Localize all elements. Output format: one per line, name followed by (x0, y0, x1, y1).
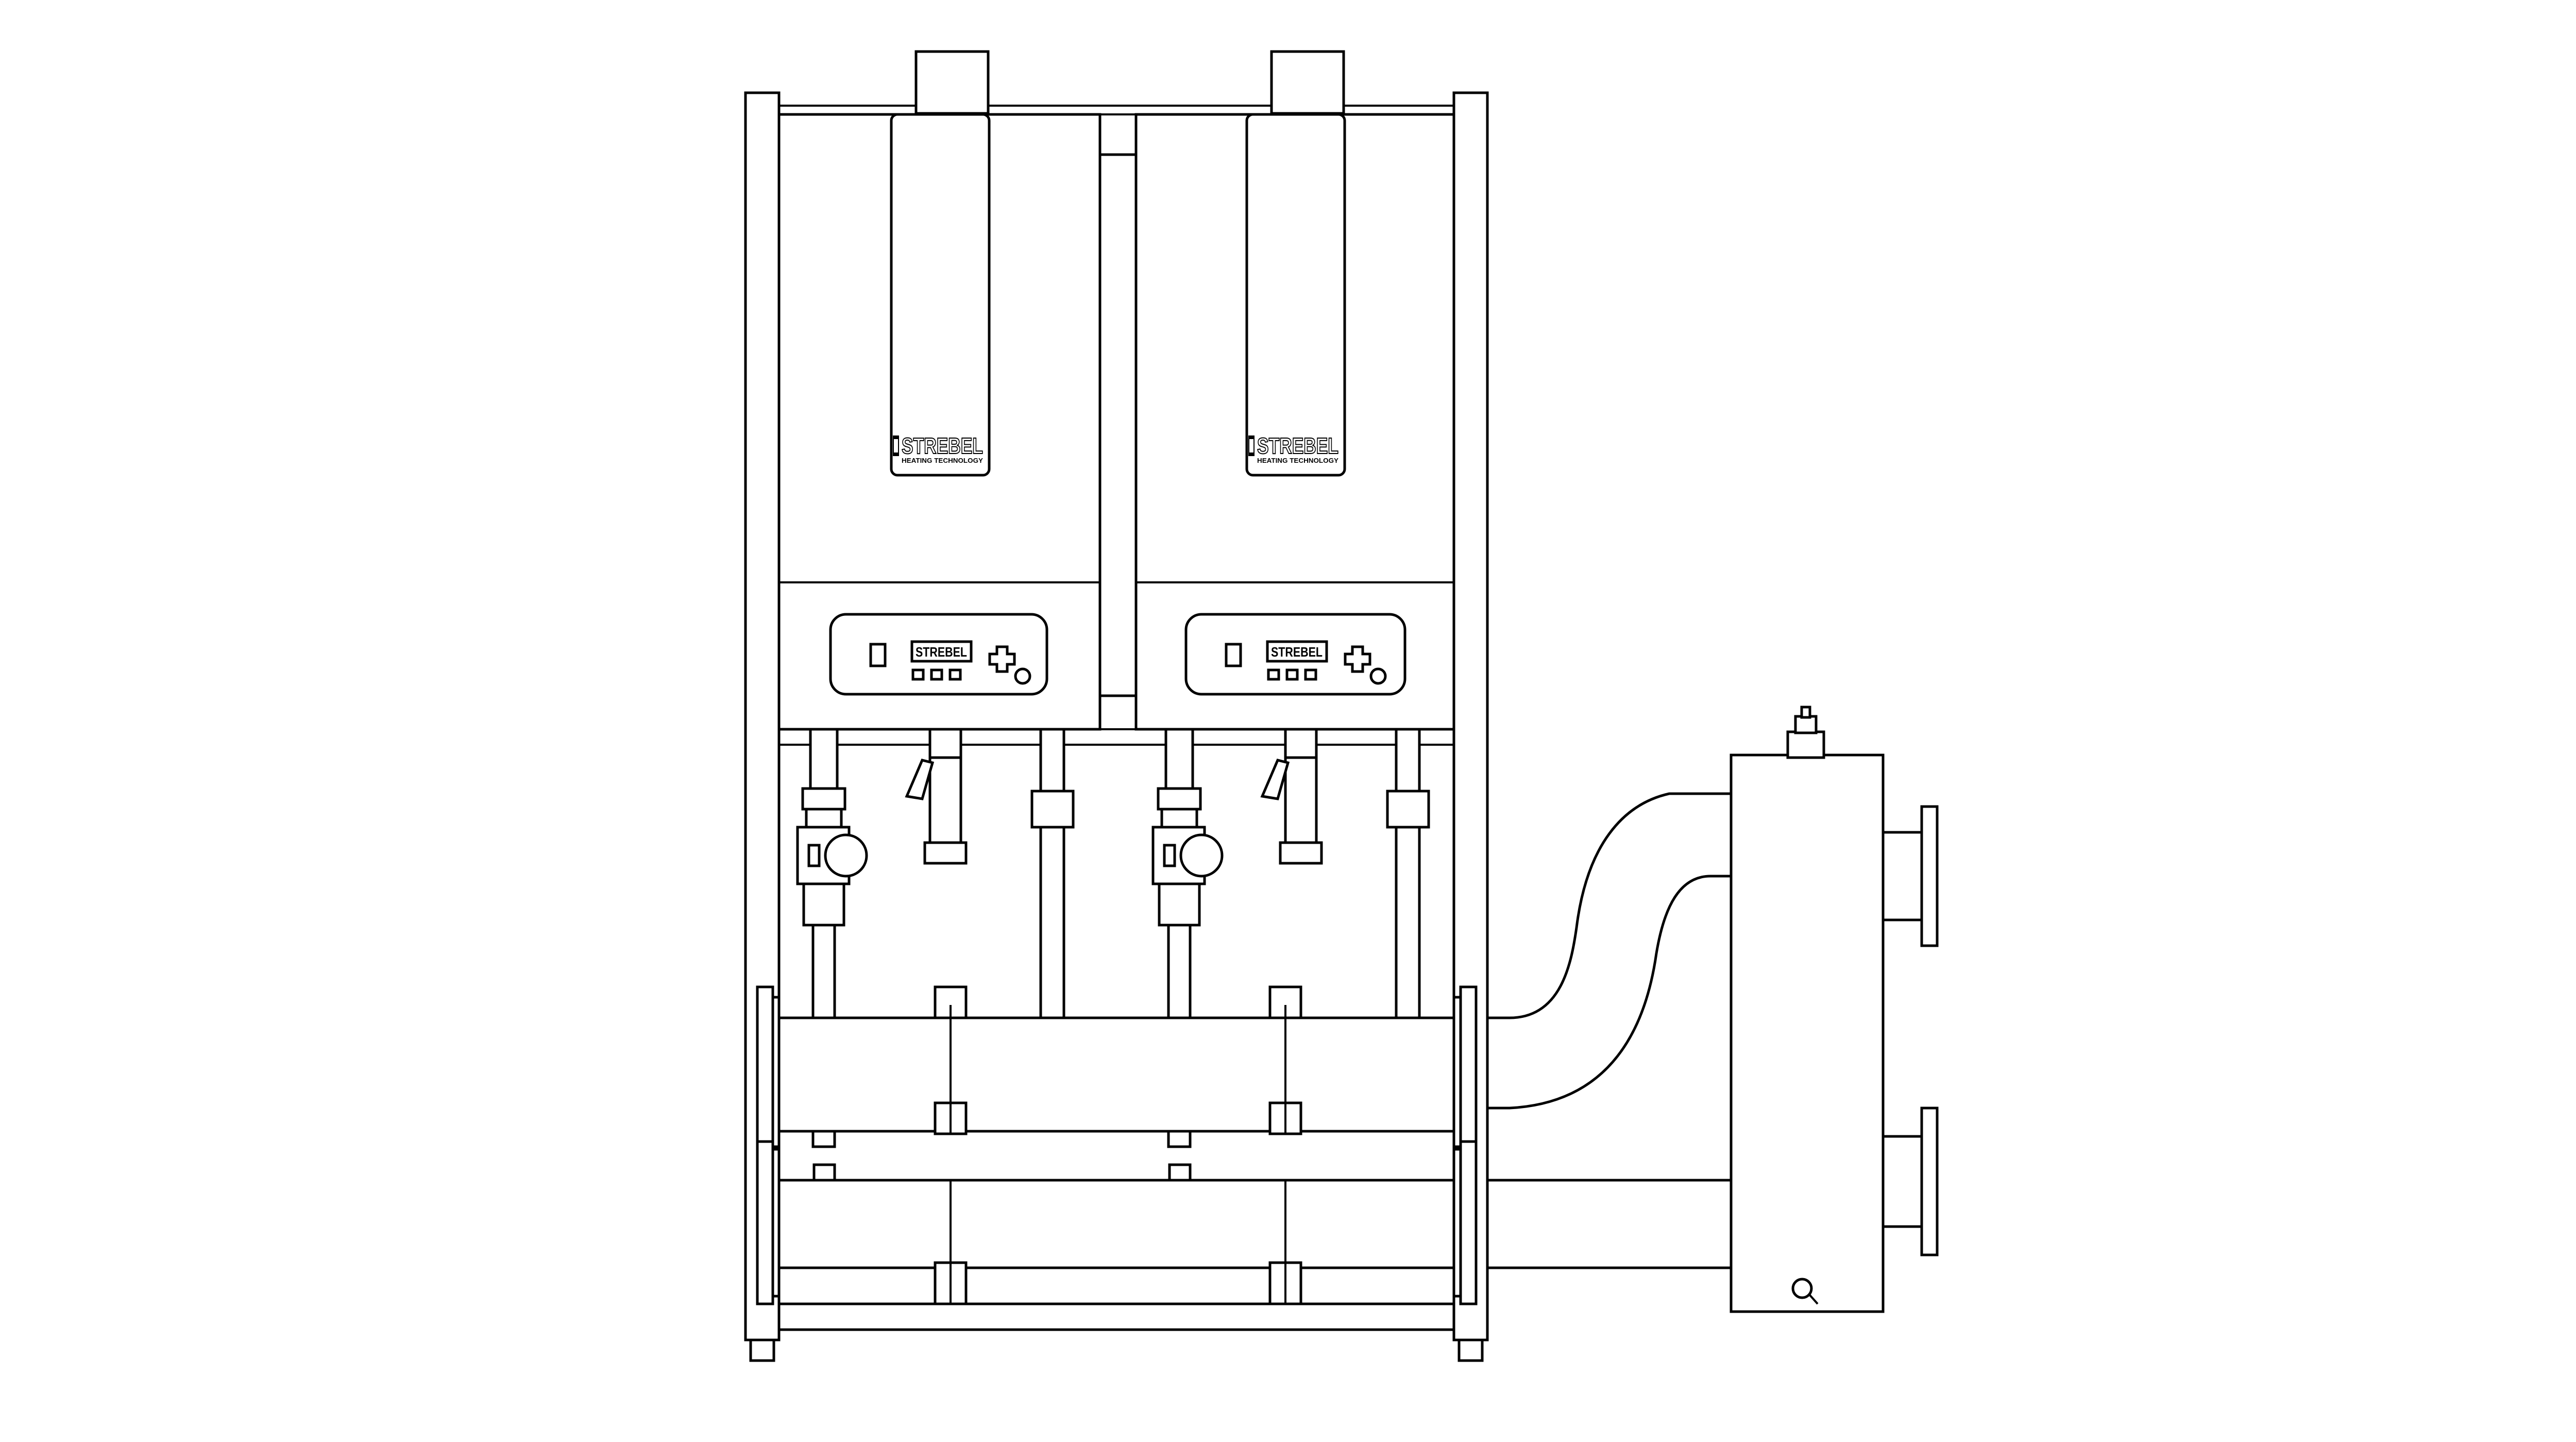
crossover-pipe-lower (1486, 1179, 1733, 1269)
knob-icon (1369, 667, 1387, 685)
return-pipe-right (1386, 728, 1430, 1019)
brand-text: STREBEL (1257, 433, 1338, 459)
strebel-logo-left: STREBEL HEATING TECHNOLOGY (893, 433, 984, 464)
supply-valve-left (796, 728, 868, 1019)
display-screen (910, 640, 973, 663)
power-switch (1225, 643, 1242, 667)
display-text: STREBEL (1271, 644, 1323, 660)
support-frame (744, 91, 1489, 1362)
boiler-right-front-plate (1245, 113, 1346, 477)
display-screen (1266, 640, 1328, 663)
panel-button (911, 668, 925, 681)
panel-button (1285, 668, 1299, 681)
panel-button (1304, 668, 1317, 681)
display-text: STREBEL (916, 644, 967, 660)
relief-valve-right (1260, 728, 1323, 865)
flue-pipe-right (1270, 50, 1345, 115)
return-pipe-left (1030, 728, 1075, 1019)
boiler-left: STREBEL HEATING TECHNOLOGY STREBEL (777, 50, 1101, 1019)
strebel-logo-right: STREBEL HEATING TECHNOLOGY (1248, 433, 1339, 464)
knob-icon (1014, 667, 1031, 685)
flange-lower (1882, 1106, 1939, 1256)
drain-valve (1791, 1278, 1813, 1299)
crossover-pipe-upper (1486, 792, 1733, 1110)
dpad-icon (988, 645, 1016, 673)
boiler-left-front-plate (890, 113, 991, 477)
panel-button (930, 668, 943, 681)
supply-valve-right (1151, 728, 1224, 1019)
control-panel-right: STREBEL (1184, 613, 1406, 696)
control-panel-left: STREBEL (829, 613, 1048, 696)
flange-upper (1882, 805, 1939, 947)
boiler-right: STREBEL HEATING TECHNOLOGY STREBEL (1134, 50, 1455, 1019)
flue-pipe-left (914, 50, 990, 115)
tagline-text: HEATING TECHNOLOGY (902, 457, 983, 464)
power-switch (869, 643, 887, 667)
air-vent (1786, 730, 1825, 759)
brand-text: STREBEL (902, 433, 983, 459)
dpad-icon (1344, 645, 1371, 673)
panel-button (948, 668, 962, 681)
header-pipe-upper (756, 985, 1478, 1159)
tagline-text: HEATING TECHNOLOGY (1257, 457, 1338, 464)
relief-valve-left (905, 728, 968, 865)
header-pipe-lower (756, 1140, 1478, 1305)
hydraulic-separator (1730, 706, 1939, 1313)
panel-button (1267, 668, 1280, 681)
